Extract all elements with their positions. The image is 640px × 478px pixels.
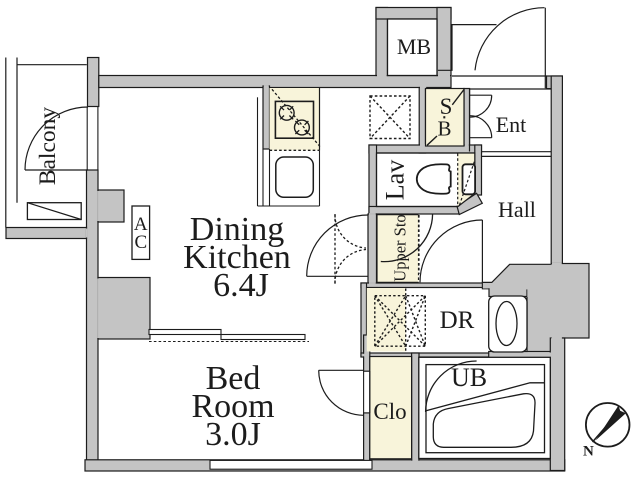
svg-text:Dining: Dining	[190, 211, 284, 248]
svg-text:3.0J: 3.0J	[205, 416, 261, 453]
svg-text:B: B	[437, 117, 451, 141]
svg-text:Bed: Bed	[206, 360, 261, 397]
svg-text:Balcony: Balcony	[35, 107, 61, 186]
svg-text:Ent: Ent	[496, 112, 527, 137]
svg-text:Upper Sto: Upper Sto	[391, 214, 410, 281]
svg-text:A: A	[134, 214, 148, 235]
svg-text:C: C	[134, 232, 147, 253]
svg-text:Room: Room	[191, 388, 274, 425]
svg-text:Hall: Hall	[498, 197, 536, 222]
svg-text:Lav: Lav	[381, 160, 410, 200]
svg-text:MB: MB	[397, 34, 431, 59]
svg-text:Clo: Clo	[373, 399, 406, 424]
svg-text:6.4J: 6.4J	[213, 267, 269, 304]
svg-text:N: N	[583, 444, 594, 460]
svg-text:S: S	[440, 94, 453, 119]
svg-text:Kitchen: Kitchen	[183, 239, 291, 276]
svg-text:UB: UB	[451, 363, 487, 392]
svg-text:DR: DR	[440, 307, 475, 334]
